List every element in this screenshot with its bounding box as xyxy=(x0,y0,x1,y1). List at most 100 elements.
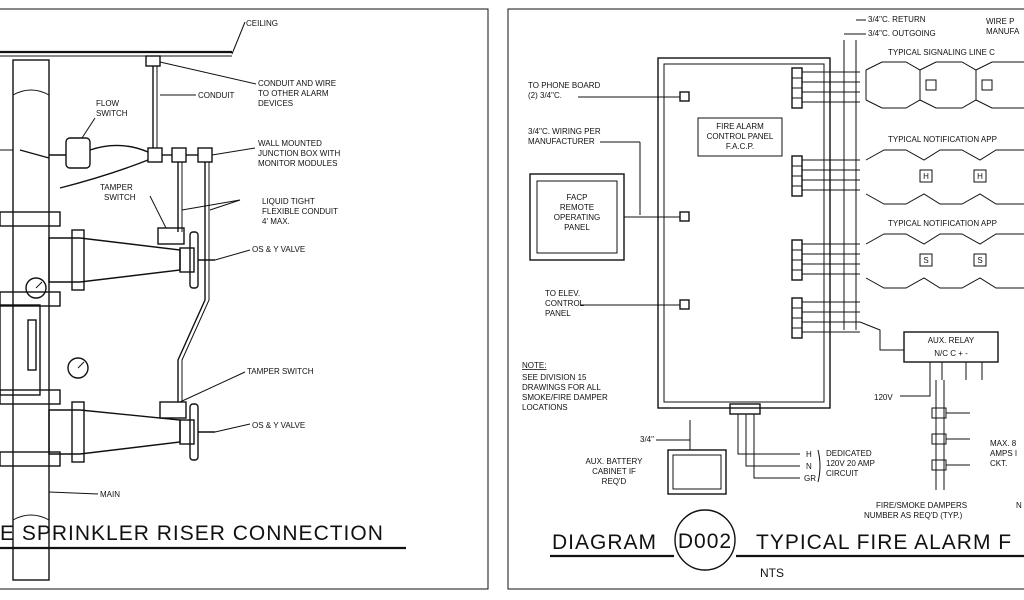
label-dampers-2: NUMBER AS REQ'D (TYP.) xyxy=(864,511,963,520)
label-ded-1: DEDICATED xyxy=(826,449,872,458)
label-return: 3/4"C. RETURN xyxy=(868,15,926,24)
label-m-cut: N xyxy=(1016,501,1022,510)
diagram-id-circle xyxy=(674,509,736,571)
terminal-elev xyxy=(679,299,690,310)
facp-cabinet xyxy=(657,57,831,409)
label-elev-2: CONTROL xyxy=(545,299,585,308)
label-remote-2: REMOTE xyxy=(560,203,594,212)
label-remote-4: PANEL xyxy=(564,223,590,232)
flange-upper xyxy=(0,211,61,227)
label-devices: DEVICES xyxy=(258,99,293,108)
label-h: H xyxy=(806,450,812,459)
tamper-switch-upper xyxy=(157,227,185,245)
terminal-remote xyxy=(679,211,690,222)
label-facp-1: FIRE ALARM xyxy=(716,122,764,131)
label-batt-2: CABINET IF xyxy=(592,467,636,476)
label-outgoing: 3/4"C. OUTGOING xyxy=(868,29,936,38)
flange-lower xyxy=(0,389,61,405)
label-elev-1: TO ELEV. xyxy=(545,289,580,298)
label-elev-3: PANEL xyxy=(545,309,571,318)
label-flow-2: SWITCH xyxy=(96,109,128,118)
facp-label-box xyxy=(697,117,783,157)
label-relay-terms: N/C C + - xyxy=(934,349,968,358)
alarm-valve-body xyxy=(0,304,41,396)
gauge-upper xyxy=(25,277,47,299)
label-phone-1: TO PHONE BOARD xyxy=(528,81,601,90)
nac2-device-chain: S S xyxy=(865,233,1024,289)
riser-pipe xyxy=(12,59,50,581)
nac1-device-chain: H H xyxy=(865,149,1024,205)
left-diagram-sprinkler-riser: CEILING CONDUIT AND WIRE TO OTHER ALARM … xyxy=(0,8,489,590)
junction-box-2 xyxy=(171,147,187,163)
label-gr: GR xyxy=(804,474,816,483)
label-tamper-2: SWITCH xyxy=(104,193,136,202)
terminal-strip-nac1 xyxy=(791,155,803,197)
label-tamper-1: TAMPER xyxy=(100,183,133,192)
damper-chain xyxy=(931,380,970,490)
junction-box-1 xyxy=(147,147,163,163)
left-title: E SPRINKLER RISER CONNECTION xyxy=(0,522,384,545)
label-lt-3: 4' MAX. xyxy=(262,217,290,226)
label-wiring-2: MANUFACTURER xyxy=(528,137,595,146)
terminal-strip-nac2 xyxy=(791,239,803,281)
aux-battery-cabinet xyxy=(667,449,727,495)
label-max-3: CKT. xyxy=(990,459,1007,468)
label-note-1: NOTE: xyxy=(522,361,546,370)
terminal-strip-relay xyxy=(791,297,803,339)
label-lt-2: FLEXIBLE CONDUIT xyxy=(262,207,338,216)
label-120v: 120V xyxy=(874,393,893,402)
label-nac-2: TYPICAL NOTIFICATION APP xyxy=(888,219,997,228)
right-title: TYPICAL FIRE ALARM F xyxy=(756,531,1012,554)
label-max-2: AMPS I xyxy=(990,449,1017,458)
label-slc: TYPICAL SIGNALING LINE C xyxy=(888,48,995,57)
label-facp-2: CONTROL PANEL xyxy=(707,132,774,141)
right-panel-border xyxy=(507,8,1024,590)
left-panel-border xyxy=(0,8,489,590)
diagram-word: DIAGRAM xyxy=(552,531,657,554)
label-wire-p-2: MANUFA xyxy=(986,27,1020,36)
label-note-5: LOCATIONS xyxy=(522,403,568,412)
svg-text:H: H xyxy=(977,172,983,181)
label-nts: NTS xyxy=(760,566,784,580)
label-note-3: DRAWINGS FOR ALL xyxy=(522,383,601,392)
flange-bottom xyxy=(0,451,61,467)
label-facp-3: F.A.C.P. xyxy=(726,142,754,151)
terminal-phone xyxy=(679,91,690,102)
label-jb-3: MONITOR MODULES xyxy=(258,159,337,168)
label-ded-2: 120V 20 AMP xyxy=(826,459,875,468)
label-lt-1: LIQUID TIGHT xyxy=(262,197,315,206)
label-to-other: TO OTHER ALARM xyxy=(258,89,329,98)
label-max-1: MAX. 8 xyxy=(990,439,1017,448)
label-note-2: SEE DIVISION 15 xyxy=(522,373,587,382)
svg-text:S: S xyxy=(977,256,982,265)
aux-relay-box xyxy=(903,331,999,363)
label-osy-2: OS & Y VALVE xyxy=(252,421,305,430)
label-note-4: SMOKE/FIRE DAMPER xyxy=(522,393,608,402)
label-remote-3: OPERATING xyxy=(554,213,601,222)
label-batt-3: REQ'D xyxy=(602,477,627,486)
label-n: N xyxy=(806,462,812,471)
label-aux-relay: AUX. RELAY xyxy=(928,336,975,345)
label-threeq: 3/4" xyxy=(640,435,654,444)
label-wiring-1: 3/4"C. WIRING PER xyxy=(528,127,601,136)
label-jb-2: JUNCTION BOX WITH xyxy=(258,149,340,158)
label-jb-1: WALL MOUNTED xyxy=(258,139,322,148)
terminal-strip-slc xyxy=(791,67,803,109)
terminal-power xyxy=(729,403,761,415)
tamper-switch-lower xyxy=(159,401,187,419)
label-flow-1: FLOW xyxy=(96,99,120,108)
label-batt-1: AUX. BATTERY xyxy=(585,457,643,466)
label-tamper-switch: TAMPER SWITCH xyxy=(247,367,314,376)
label-osy-1: OS & Y VALVE xyxy=(252,245,305,254)
flange-mid xyxy=(0,291,61,307)
slc-device-chain xyxy=(865,61,1024,109)
right-diagram-fire-alarm: FIRE ALARM CONTROL PANEL F.A.C.P. TO PHO… xyxy=(507,8,1024,590)
label-nac-1: TYPICAL NOTIFICATION APP xyxy=(888,135,997,144)
label-remote-1: FACP xyxy=(567,193,588,202)
svg-text:S: S xyxy=(923,256,928,265)
junction-box-3 xyxy=(197,147,213,163)
label-phone-2: (2) 3/4"C. xyxy=(528,91,562,100)
diagram-id: D002 xyxy=(678,530,732,553)
flow-switch xyxy=(65,137,91,169)
svg-text:H: H xyxy=(923,172,929,181)
